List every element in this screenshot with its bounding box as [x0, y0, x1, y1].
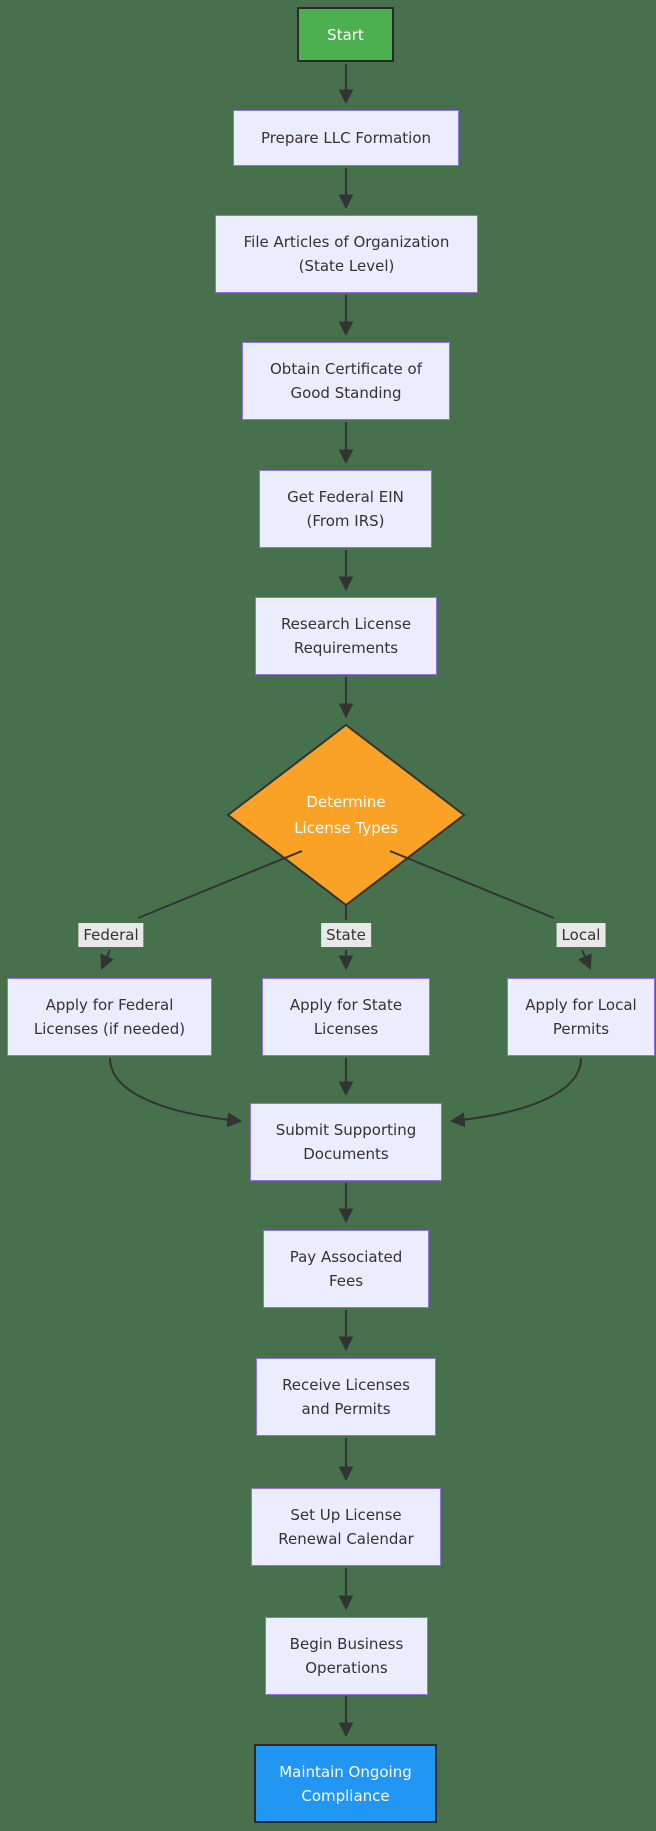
edge-determine-federal-a [137, 850, 303, 919]
node-pay-fees: Pay Associated Fees [263, 1230, 429, 1308]
node-federal-ein: Get Federal EIN (From IRS) [259, 470, 432, 548]
node-good-standing: Obtain Certificate of Good Standing [242, 342, 450, 420]
edge-determine-local-b [577, 949, 592, 971]
node-file-articles: File Articles of Organization (State Lev… [215, 215, 478, 293]
edge-determine-federal-b [100, 949, 115, 971]
node-start: Start [297, 7, 394, 62]
node-begin-operations: Begin Business Operations [265, 1617, 428, 1695]
edge-determine-local-a [389, 850, 555, 919]
node-apply-local: Apply for Local Permits [507, 978, 655, 1056]
edge-federal-submit [109, 1057, 243, 1128]
edge-label-federal: Federal [78, 923, 144, 947]
node-prepare-llc-formation: Prepare LLC Formation [233, 110, 459, 166]
edge-local-submit [449, 1057, 582, 1128]
node-submit-documents: Submit Supporting Documents [250, 1103, 442, 1181]
decision-determine-license-types: Determine License Types [294, 793, 398, 837]
edge-label-state: State [321, 923, 371, 947]
edge-label-local: Local [556, 923, 606, 947]
node-apply-federal: Apply for Federal Licenses (if needed) [7, 978, 212, 1056]
node-research-requirements: Research License Requirements [255, 597, 437, 675]
node-receive-licenses: Receive Licenses and Permits [256, 1358, 436, 1436]
node-apply-state: Apply for State Licenses [262, 978, 430, 1056]
node-renewal-calendar: Set Up License Renewal Calendar [251, 1488, 441, 1566]
node-maintain-compliance: Maintain Ongoing Compliance [254, 1744, 437, 1823]
